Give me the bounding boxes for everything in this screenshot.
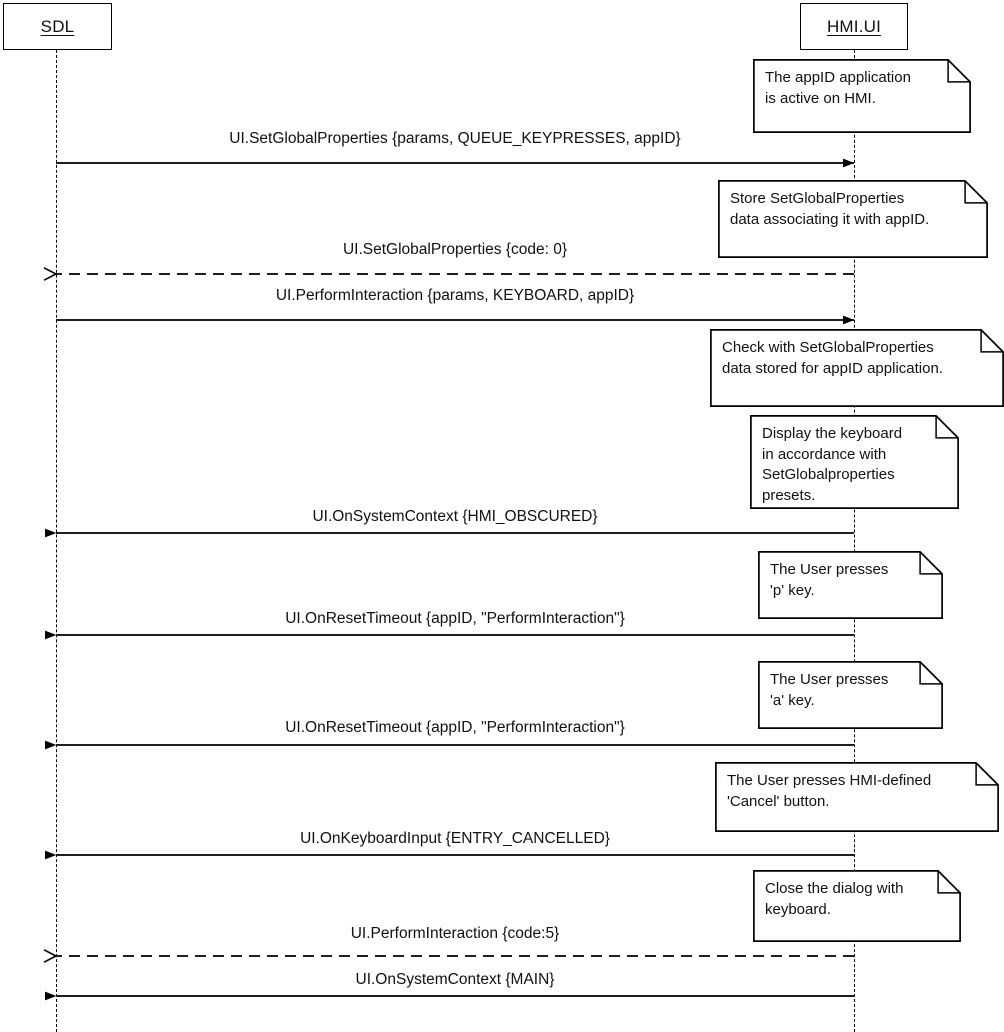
note-text: Store SetGlobalProperties data associati… xyxy=(730,190,930,228)
lifeline-head-hmiui[interactable]: HMI.UI xyxy=(800,3,908,50)
note-fold-corner-icon xyxy=(935,415,959,439)
note-n6[interactable]: The User presses 'a' key. xyxy=(758,661,943,729)
note-shape xyxy=(753,870,961,942)
note-outline xyxy=(753,870,961,942)
note-shape xyxy=(758,551,943,619)
message-label-m6: UI.OnResetTimeout {appID, "PerformIntera… xyxy=(285,719,625,736)
message-label-m9: UI.OnSystemContext {MAIN} xyxy=(355,971,555,988)
note-outline xyxy=(718,180,988,258)
note-fold-corner-icon xyxy=(964,180,988,204)
note-shape xyxy=(718,180,988,258)
message-label-m5: UI.OnResetTimeout {appID, "PerformIntera… xyxy=(285,610,625,627)
lifeline-head-sdl[interactable]: SDL xyxy=(3,3,112,50)
note-fold-corner-icon xyxy=(947,59,971,83)
note-outline xyxy=(758,661,943,729)
note-n1[interactable]: The appID application is active on HMI. xyxy=(753,59,971,133)
note-n2[interactable]: Store SetGlobalProperties data associati… xyxy=(718,180,988,258)
note-n5[interactable]: The User presses 'p' key. xyxy=(758,551,943,619)
message-label-m1: UI.SetGlobalProperties {params, QUEUE_KE… xyxy=(229,130,681,147)
note-text: Close the dialog with keyboard. xyxy=(765,880,904,918)
message-label-m3: UI.PerformInteraction {params, KEYBOARD,… xyxy=(275,287,635,304)
note-fold-corner-icon xyxy=(980,329,1004,353)
note-outline xyxy=(758,551,943,619)
note-fold-corner-icon xyxy=(937,870,961,894)
message-label-m4: UI.OnSystemContext {HMI_OBSCURED} xyxy=(312,508,598,525)
lifeline-title-hmiui: HMI.UI xyxy=(826,16,882,36)
note-n3[interactable]: Check with SetGlobalProperties data stor… xyxy=(710,329,1004,407)
message-label-m7: UI.OnKeyboardInput {ENTRY_CANCELLED} xyxy=(300,830,610,847)
note-text: Display the keyboard in accordance with … xyxy=(762,425,903,505)
note-outline xyxy=(715,762,999,832)
note-outline xyxy=(750,415,959,509)
note-outline xyxy=(710,329,1004,407)
note-n7[interactable]: The User presses HMI-defined 'Cancel' bu… xyxy=(715,762,999,832)
note-fold-corner-icon xyxy=(919,551,943,575)
message-label-m2: UI.SetGlobalProperties {code: 0} xyxy=(342,241,568,258)
note-n4[interactable]: Display the keyboard in accordance with … xyxy=(750,415,959,509)
note-shape xyxy=(753,59,971,133)
lifeline-hmiui xyxy=(854,50,855,1032)
note-text: The User presses 'a' key. xyxy=(770,671,889,709)
message-label-m8: UI.PerformInteraction {code:5} xyxy=(350,925,560,942)
note-shape xyxy=(710,329,1004,407)
note-fold-corner-icon xyxy=(975,762,999,786)
note-text: The appID application is active on HMI. xyxy=(765,69,911,107)
note-shape xyxy=(715,762,999,832)
note-shape xyxy=(750,415,959,509)
note-outline xyxy=(753,59,971,133)
note-n8[interactable]: Close the dialog with keyboard. xyxy=(753,870,961,942)
note-text: The User presses HMI-defined 'Cancel' bu… xyxy=(727,772,932,810)
note-text: The User presses 'p' key. xyxy=(770,561,889,599)
lifeline-title-sdl: SDL xyxy=(40,16,75,36)
lifeline-sdl xyxy=(56,50,57,1032)
note-text: Check with SetGlobalProperties data stor… xyxy=(722,339,943,377)
note-fold-corner-icon xyxy=(919,661,943,685)
note-shape xyxy=(758,661,943,729)
